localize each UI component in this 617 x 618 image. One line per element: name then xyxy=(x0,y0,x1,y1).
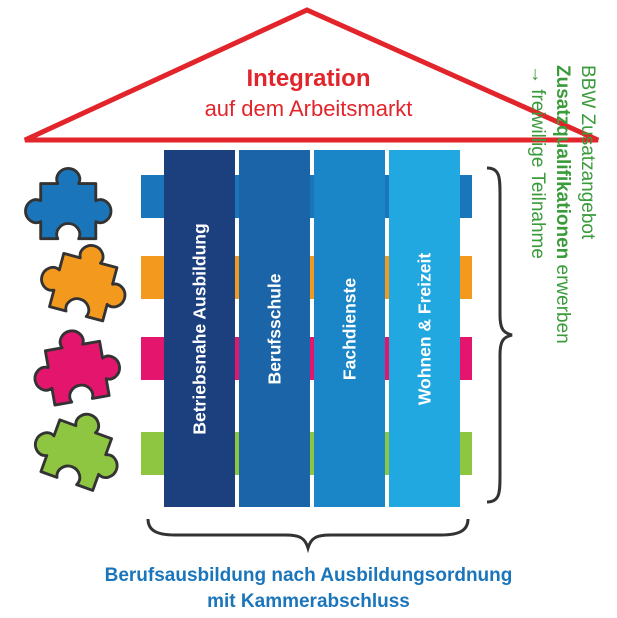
roof-triangle xyxy=(23,7,600,143)
puzzle-piece-orange-icon xyxy=(33,233,138,327)
side-line-voluntary: → freiwillige Teilnahme xyxy=(527,65,548,259)
right-brace xyxy=(486,166,513,504)
side-note: BBW Zusatzangebot Zusatzqualifikationen … xyxy=(525,65,600,515)
pillar-label: Betriebsnahe Ausbildung xyxy=(189,222,209,435)
pillar-berufsschule: Berufsschule xyxy=(239,150,310,507)
side-line-bold: Zusatzqualifikationen xyxy=(552,65,573,260)
bottom-brace xyxy=(146,518,470,554)
puzzle-piece-blue-icon xyxy=(24,166,113,241)
bottom-caption-line2: mit Kammerabschluss xyxy=(207,591,410,612)
side-line-qualifications: Zusatzqualifikationen erwerben xyxy=(550,65,575,515)
side-line-rest: erwerben xyxy=(552,259,573,344)
pillar-label: Fachdienste xyxy=(339,277,359,380)
pillar-wohnen-freizeit: Wohnen & Freizeit xyxy=(389,150,460,507)
pillar-betriebsnahe-ausbildung: Betriebsnahe Ausbildung xyxy=(164,150,235,507)
puzzle-piece-pink-icon xyxy=(26,322,126,410)
pillar-label: Wohnen & Freizeit xyxy=(414,252,434,405)
pillar-label: Berufsschule xyxy=(264,273,284,384)
side-line-offer: BBW Zusatzangebot xyxy=(577,65,598,240)
roof-subtitle: auf dem Arbeitsmarkt xyxy=(204,96,413,121)
puzzle-piece-green-icon xyxy=(25,398,133,498)
roof-title: Integration xyxy=(246,65,371,92)
pillar-fachdienste: Fachdienste xyxy=(314,150,385,507)
bottom-caption-line1: Berufsausbildung nach Ausbildungsordnung xyxy=(104,565,513,586)
